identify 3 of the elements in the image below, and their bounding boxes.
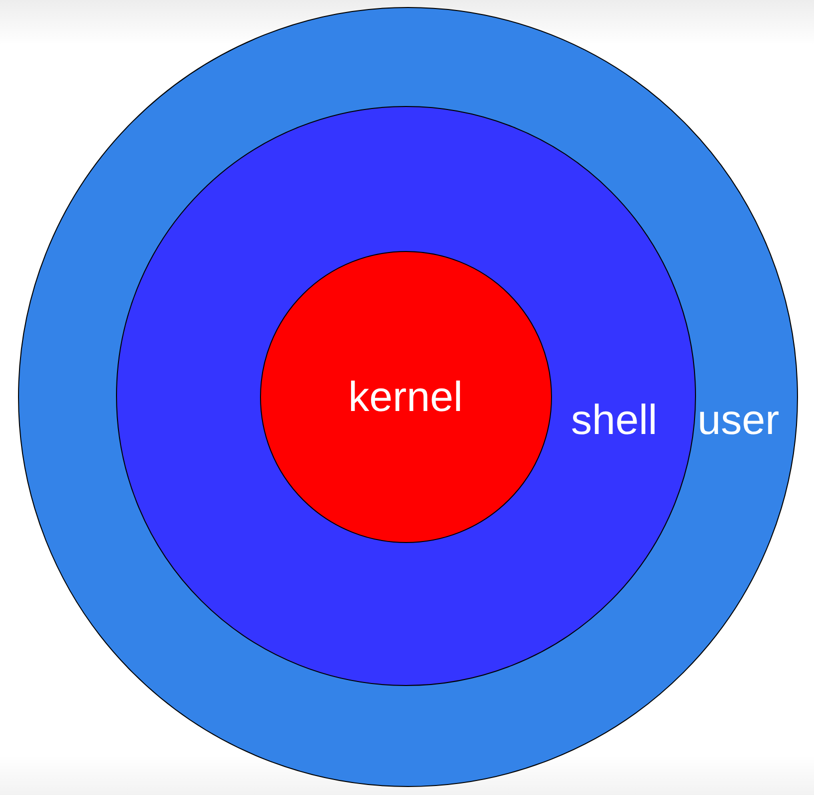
layer-label: user [698, 396, 780, 444]
layer-label: shell [571, 396, 658, 444]
layer-label: kernel [347, 373, 464, 421]
